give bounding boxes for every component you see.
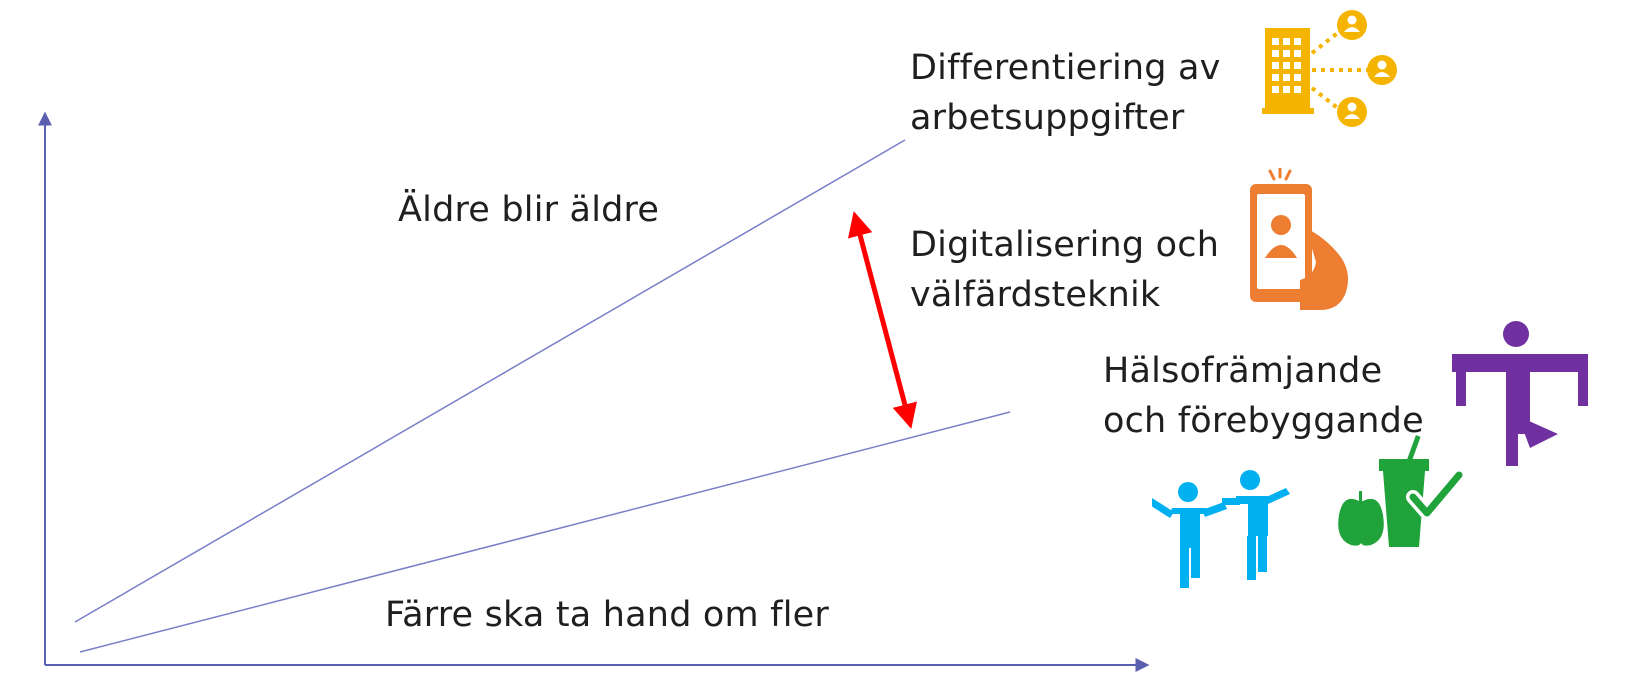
dancing-people-icon bbox=[1152, 470, 1290, 588]
health-label: Hälsofrämjande och förebyggande bbox=[1103, 346, 1424, 446]
health-line-2: och förebyggande bbox=[1103, 401, 1424, 441]
digitalization-line-2: välfärdsteknik bbox=[910, 275, 1161, 315]
older-label: Äldre blir äldre bbox=[398, 185, 659, 235]
digitalization-label: Digitalisering och välfärdsteknik bbox=[910, 220, 1219, 320]
fewer-text: Färre ska ta hand om fler bbox=[385, 595, 829, 635]
yoga-person-icon bbox=[1452, 321, 1588, 466]
lower-trend-line bbox=[79, 411, 1011, 653]
health-line-1: Hälsofrämjande bbox=[1103, 351, 1383, 391]
older-text: Äldre blir äldre bbox=[398, 190, 660, 230]
phone-person-icon bbox=[1250, 168, 1348, 310]
building-network-icon bbox=[1262, 10, 1397, 127]
digitalization-line-1: Digitalisering och bbox=[910, 225, 1220, 265]
fewer-label: Färre ska ta hand om fler bbox=[385, 590, 829, 640]
gap-arrow bbox=[848, 211, 917, 429]
upper-trend-line bbox=[74, 139, 906, 623]
apple-drink-check-icon bbox=[1338, 435, 1465, 547]
differentiation-line-1: Differentiering av bbox=[910, 48, 1221, 88]
differentiation-label: Differentiering av arbetsuppgifter bbox=[910, 43, 1221, 143]
differentiation-line-2: arbetsuppgifter bbox=[910, 98, 1185, 138]
